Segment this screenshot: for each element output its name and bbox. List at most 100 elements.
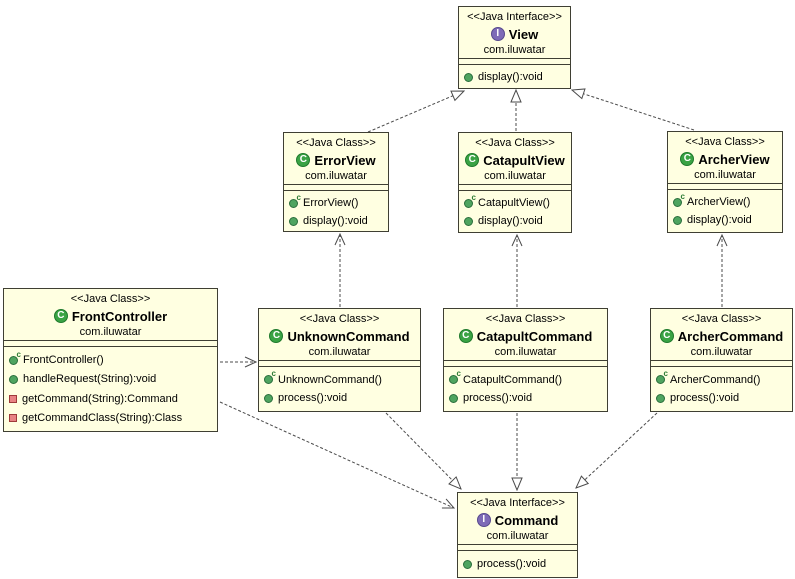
stereotype-label: <<Java Interface>> [467,11,562,23]
member-label: process():void [278,392,348,405]
class-header: <<Java Class>> C ArcherView com.iluwatar [668,132,782,183]
class-name: ArcherView [698,151,770,167]
methods-compartment: ArcherView() display():void [668,190,782,232]
class-box-catapultview[interactable]: <<Java Class>> C CatapultView com.iluwat… [458,132,572,233]
class-icon: C [458,329,473,343]
fields-compartment [459,184,571,191]
class-name: View [508,26,539,42]
member-label: process():void [463,392,533,405]
class-box-errorview[interactable]: <<Java Class>> C ErrorView com.iluwatar … [283,132,389,232]
package-name: com.iluwatar [79,326,142,338]
class-box-unknowncommand[interactable]: <<Java Class>> C UnknownCommand com.iluw… [258,308,421,412]
member-row: process():void [449,389,602,407]
class-box-catapultcommand[interactable]: <<Java Class>> C CatapultCommand com.ilu… [443,308,608,412]
constructor-icon [673,192,685,207]
constructor-icon [9,350,21,365]
class-header: <<Java Class>> C ArcherCommand com.iluwa… [651,309,792,360]
class-box-view[interactable]: <<Java Interface>> I View com.iluwatar d… [458,6,571,89]
public-method-icon [656,393,665,403]
stereotype-label: <<Java Class>> [299,313,380,325]
private-method-icon [9,413,17,422]
stereotype-label: <<Java Interface>> [470,497,565,509]
member-row: display():void [464,68,565,86]
class-header: <<Java Class>> C CatapultCommand com.ilu… [444,309,607,360]
public-method-icon [449,393,458,403]
member-row: CatapultView() [464,193,566,212]
methods-compartment: ArcherCommand() process():void [651,367,792,411]
member-row: display():void [289,212,383,230]
member-row: getCommand(String):Command [9,390,212,408]
class-header: <<Java Interface>> I Command com.iluwata… [458,493,577,544]
member-row: ArcherCommand() [656,369,787,389]
member-row: ErrorView() [289,193,383,212]
edge-archercommand-implements-command [576,412,658,488]
stereotype-label: <<Java Class>> [681,313,762,325]
class-box-command[interactable]: <<Java Interface>> I Command com.iluwata… [457,492,578,578]
constructor-icon [264,369,276,385]
public-method-icon [464,72,473,82]
fields-compartment [459,58,570,65]
class-name: UnknownCommand [287,328,410,344]
member-row: CatapultCommand() [449,369,602,389]
class-name: CatapultCommand [476,328,593,344]
member-label: CatapultCommand() [463,373,563,386]
class-box-archerview[interactable]: <<Java Class>> C ArcherView com.iluwatar… [667,131,783,233]
member-label: getCommand(String):Command [22,392,178,405]
class-box-frontcontroller[interactable]: <<Java Class>> C FrontController com.ilu… [3,288,218,432]
public-method-icon [463,559,472,569]
class-icon: C [465,153,480,167]
package-name: com.iluwatar [483,44,546,56]
methods-compartment: FrontController() handleRequest(String):… [4,347,217,431]
constructor-icon [449,369,461,385]
methods-compartment: ErrorView() display():void [284,191,388,233]
class-icon: C [659,329,674,343]
class-icon: C [680,152,695,166]
package-name: com.iluwatar [494,346,557,358]
stereotype-label: <<Java Class>> [485,313,566,325]
fields-compartment [259,360,420,367]
member-label: process():void [670,392,740,405]
edge-unknowncommand-implements-command [385,412,461,489]
member-label: FrontController() [23,354,104,367]
constructor-icon [464,193,476,208]
class-box-archercommand[interactable]: <<Java Class>> C ArcherCommand com.iluwa… [650,308,793,412]
member-label: display():void [687,214,752,226]
member-label: display():void [303,215,368,227]
methods-compartment: process():void [458,551,577,577]
package-name: com.iluwatar [486,530,549,542]
public-method-icon [673,215,682,225]
member-label: display():void [478,215,543,227]
class-icon: C [269,329,284,343]
class-name: ErrorView [314,152,376,168]
member-row: process():void [463,555,572,573]
class-name: FrontController [71,308,168,324]
member-row: display():void [464,212,566,230]
stereotype-label: <<Java Class>> [685,136,765,148]
interface-icon: I [476,513,491,527]
member-label: UnknownCommand() [278,373,382,386]
member-label: ErrorView() [303,197,359,209]
package-name: com.iluwatar [484,170,546,182]
methods-compartment: UnknownCommand() process():void [259,367,420,411]
edge-errorview-implements-view [367,91,464,133]
member-row: getCommandClass(String):Class [9,409,212,427]
fields-compartment [668,183,782,190]
member-row: ArcherView() [673,192,777,211]
constructor-icon [289,193,301,208]
fields-compartment [651,360,792,367]
member-label: handleRequest(String):void [23,373,157,386]
edge-archerview-implements-view [572,90,695,131]
stereotype-label: <<Java Class>> [70,293,151,305]
private-method-icon [9,394,17,403]
member-label: ArcherView() [687,196,751,208]
class-icon: C [296,153,311,167]
stereotype-label: <<Java Class>> [475,137,555,149]
member-label: ArcherCommand() [670,373,761,386]
class-icon: C [53,309,68,323]
member-row: FrontController() [9,350,212,369]
class-name: Command [494,512,559,528]
class-name: CatapultView [483,152,565,168]
member-label: process():void [477,558,547,570]
